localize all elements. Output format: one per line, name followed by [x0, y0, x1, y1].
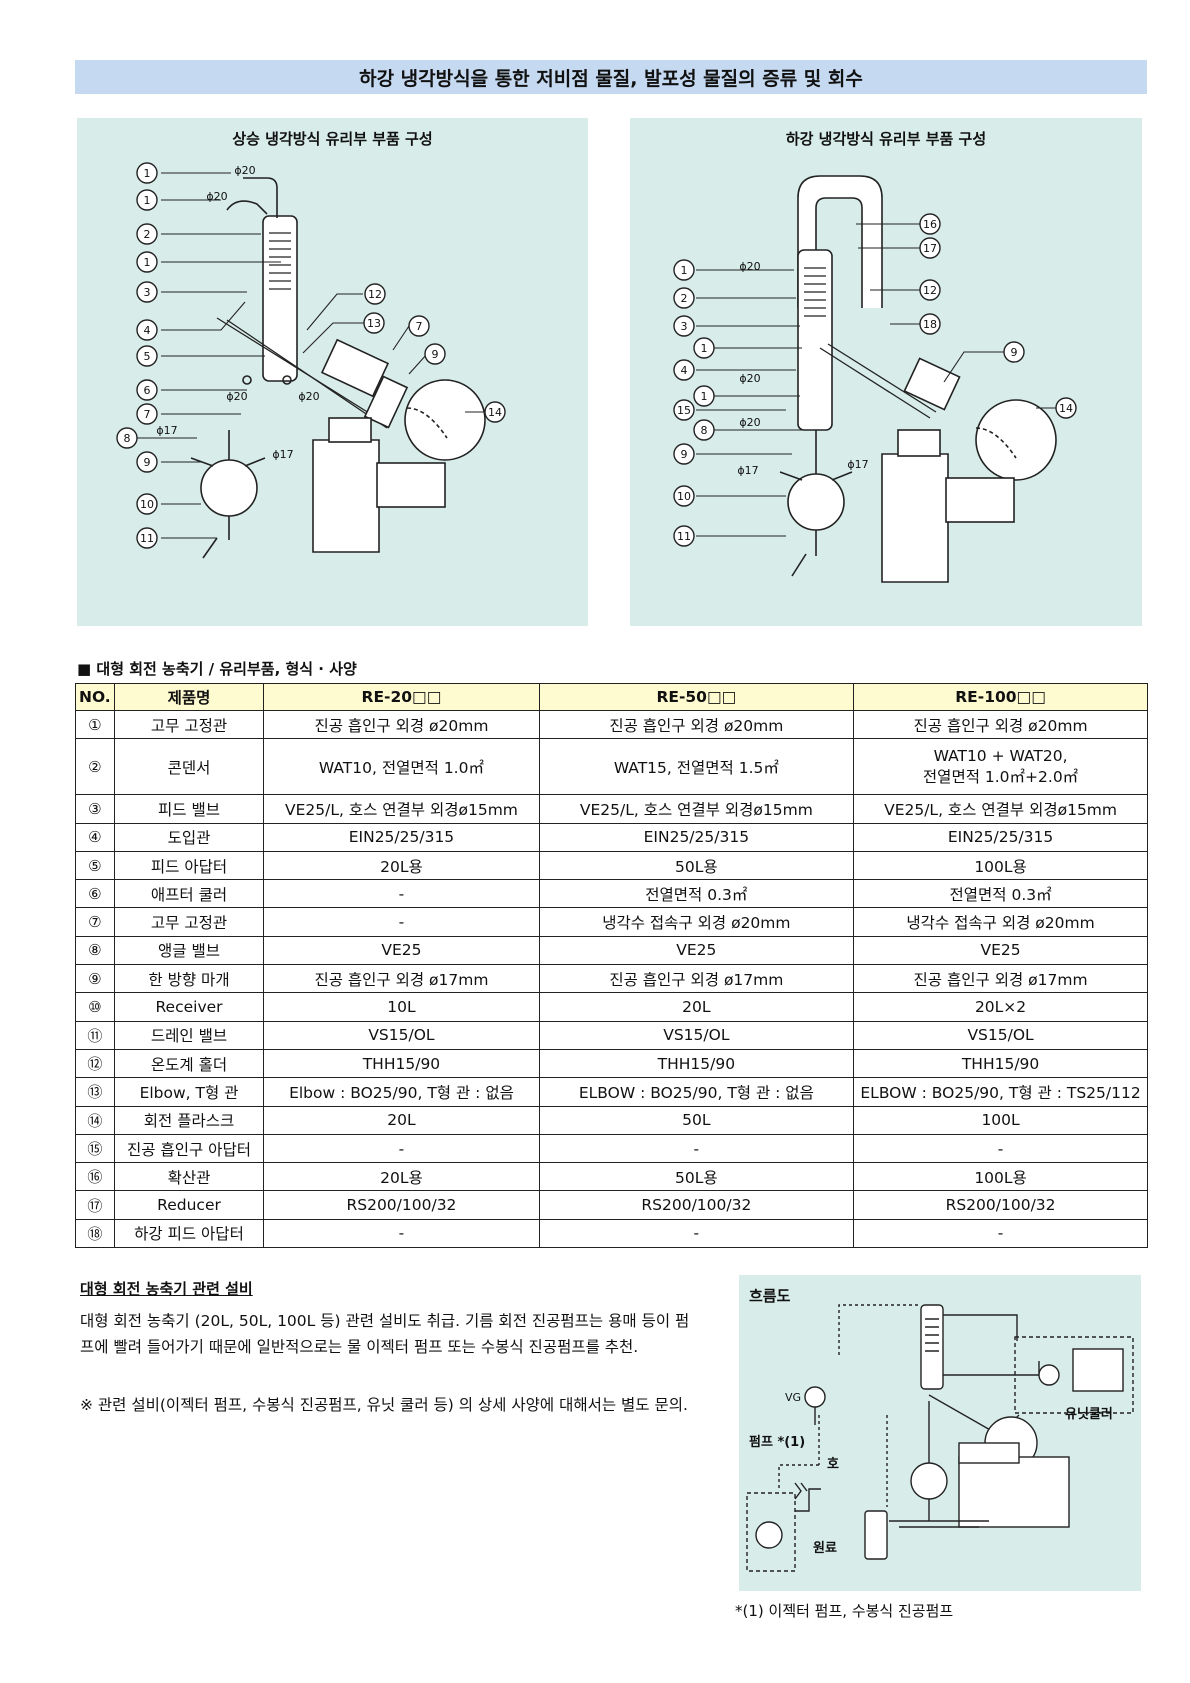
svg-text:9: 9	[681, 448, 688, 461]
svg-text:1: 1	[144, 194, 151, 207]
svg-text:ϕ20: ϕ20	[234, 164, 255, 177]
col-header-no: NO.	[75, 683, 115, 711]
svg-text:4: 4	[681, 364, 688, 377]
svg-text:11: 11	[677, 530, 691, 543]
svg-text:ϕ17: ϕ17	[847, 458, 868, 471]
svg-text:15: 15	[677, 404, 691, 417]
svg-text:9: 9	[432, 348, 439, 361]
related-equipment-body: 대형 회전 농축기 (20L, 50L, 100L 등) 관련 설비도 취급. …	[80, 1312, 690, 1356]
svg-text:ϕ20: ϕ20	[739, 416, 760, 429]
upward-cooling-title: 상승 냉각방식 유리부 부품 구성	[232, 130, 433, 148]
svg-text:ϕ20: ϕ20	[206, 190, 227, 203]
upward-cooling-diagram: 1 1 2 1 3 4 5 6 7 8 9 10 11 12 13 7 9 14…	[116, 162, 506, 559]
svg-text:18: 18	[923, 318, 937, 331]
svg-text:8: 8	[701, 424, 708, 437]
col-header-re50: RE-50□□	[538, 683, 855, 711]
svg-text:13: 13	[367, 317, 381, 330]
related-equipment-title: 대형 회전 농축기 관련 설비	[80, 1280, 253, 1298]
svg-text:14: 14	[488, 406, 502, 419]
svg-text:8: 8	[124, 432, 131, 445]
vg-label: VG	[785, 1391, 802, 1404]
svg-text:9: 9	[144, 456, 151, 469]
col-header-re100: RE-100□□	[853, 683, 1148, 711]
svg-text:1: 1	[681, 264, 688, 277]
hose-label: 호	[827, 1457, 839, 1472]
svg-text:10: 10	[140, 498, 154, 511]
svg-text:12: 12	[923, 284, 937, 297]
svg-text:ϕ17: ϕ17	[272, 448, 293, 461]
svg-text:12: 12	[368, 288, 382, 301]
svg-text:ϕ20: ϕ20	[739, 372, 760, 385]
svg-text:7: 7	[144, 408, 151, 421]
svg-text:16: 16	[923, 218, 937, 231]
svg-text:3: 3	[144, 286, 151, 299]
page-title: 하강 냉각방식을 통한 저비점 물질, 발포성 물질의 증류 및 회수	[75, 60, 1147, 94]
svg-text:17: 17	[923, 242, 937, 255]
svg-text:11: 11	[140, 532, 154, 545]
svg-text:10: 10	[677, 490, 691, 503]
downward-cooling-diagram: 16 17 1 2 3 1 4 1 15 8 9 10 11 12 18 9 1…	[673, 175, 1077, 583]
svg-text:3: 3	[681, 320, 688, 333]
raw-material-label: 원료	[813, 1541, 837, 1556]
svg-text:1: 1	[144, 256, 151, 269]
downward-cooling-diagram-panel: 하강 냉각방식 유리부 부품 구성	[630, 118, 1142, 626]
flow-title: 흐름도	[749, 1287, 791, 1305]
svg-text:4: 4	[144, 324, 151, 337]
downward-cooling-title: 하강 냉각방식 유리부 부품 구성	[785, 130, 987, 148]
svg-text:9: 9	[1011, 346, 1018, 359]
svg-text:6: 6	[144, 384, 151, 397]
svg-text:ϕ20: ϕ20	[739, 260, 760, 273]
spec-section-heading: ■ 대형 회전 농축기 / 유리부품, 형식 · 사양	[77, 660, 357, 678]
flow-diagram-panel: 흐름도 VG 펌프 *(1) 호 유닛쿨러 원료	[739, 1275, 1141, 1591]
svg-text:ϕ17: ϕ17	[737, 464, 758, 477]
svg-text:1: 1	[144, 167, 151, 180]
related-equipment-note: ※ 관련 설비(이젝터 펌프, 수봉식 진공펌프, 유닛 쿨러 등) 의 상세 …	[80, 1396, 688, 1414]
svg-text:2: 2	[681, 292, 688, 305]
svg-text:7: 7	[416, 320, 423, 333]
svg-text:5: 5	[144, 350, 151, 363]
table-header-row: NO. 제품명 RE-20□□ RE-50□□ RE-100□□	[75, 683, 1148, 711]
col-header-re20: RE-20□□	[263, 683, 540, 711]
condenser-re100-line1: WAT10 + WAT20,	[933, 746, 1068, 765]
flow-diagram	[746, 1304, 1134, 1572]
svg-text:ϕ20: ϕ20	[298, 390, 319, 403]
svg-text:ϕ20: ϕ20	[226, 390, 247, 403]
svg-text:14: 14	[1059, 402, 1073, 415]
svg-text:2: 2	[144, 228, 151, 241]
footnote: *(1) 이젝터 펌프, 수봉식 진공펌프	[735, 1602, 954, 1620]
unit-cooler-label: 유닛쿨러	[1065, 1407, 1113, 1422]
condenser-re100-line2: 전열면적 1.0㎡+2.0㎡	[922, 767, 1079, 786]
pump-label: 펌프 *(1)	[749, 1435, 806, 1450]
svg-text:ϕ17: ϕ17	[156, 424, 177, 437]
col-header-name: 제품명	[113, 683, 265, 711]
upward-cooling-diagram-panel: 상승 냉각방식 유리부 부품 구성	[77, 118, 588, 626]
svg-text:1: 1	[701, 390, 708, 403]
svg-text:1: 1	[701, 342, 708, 355]
